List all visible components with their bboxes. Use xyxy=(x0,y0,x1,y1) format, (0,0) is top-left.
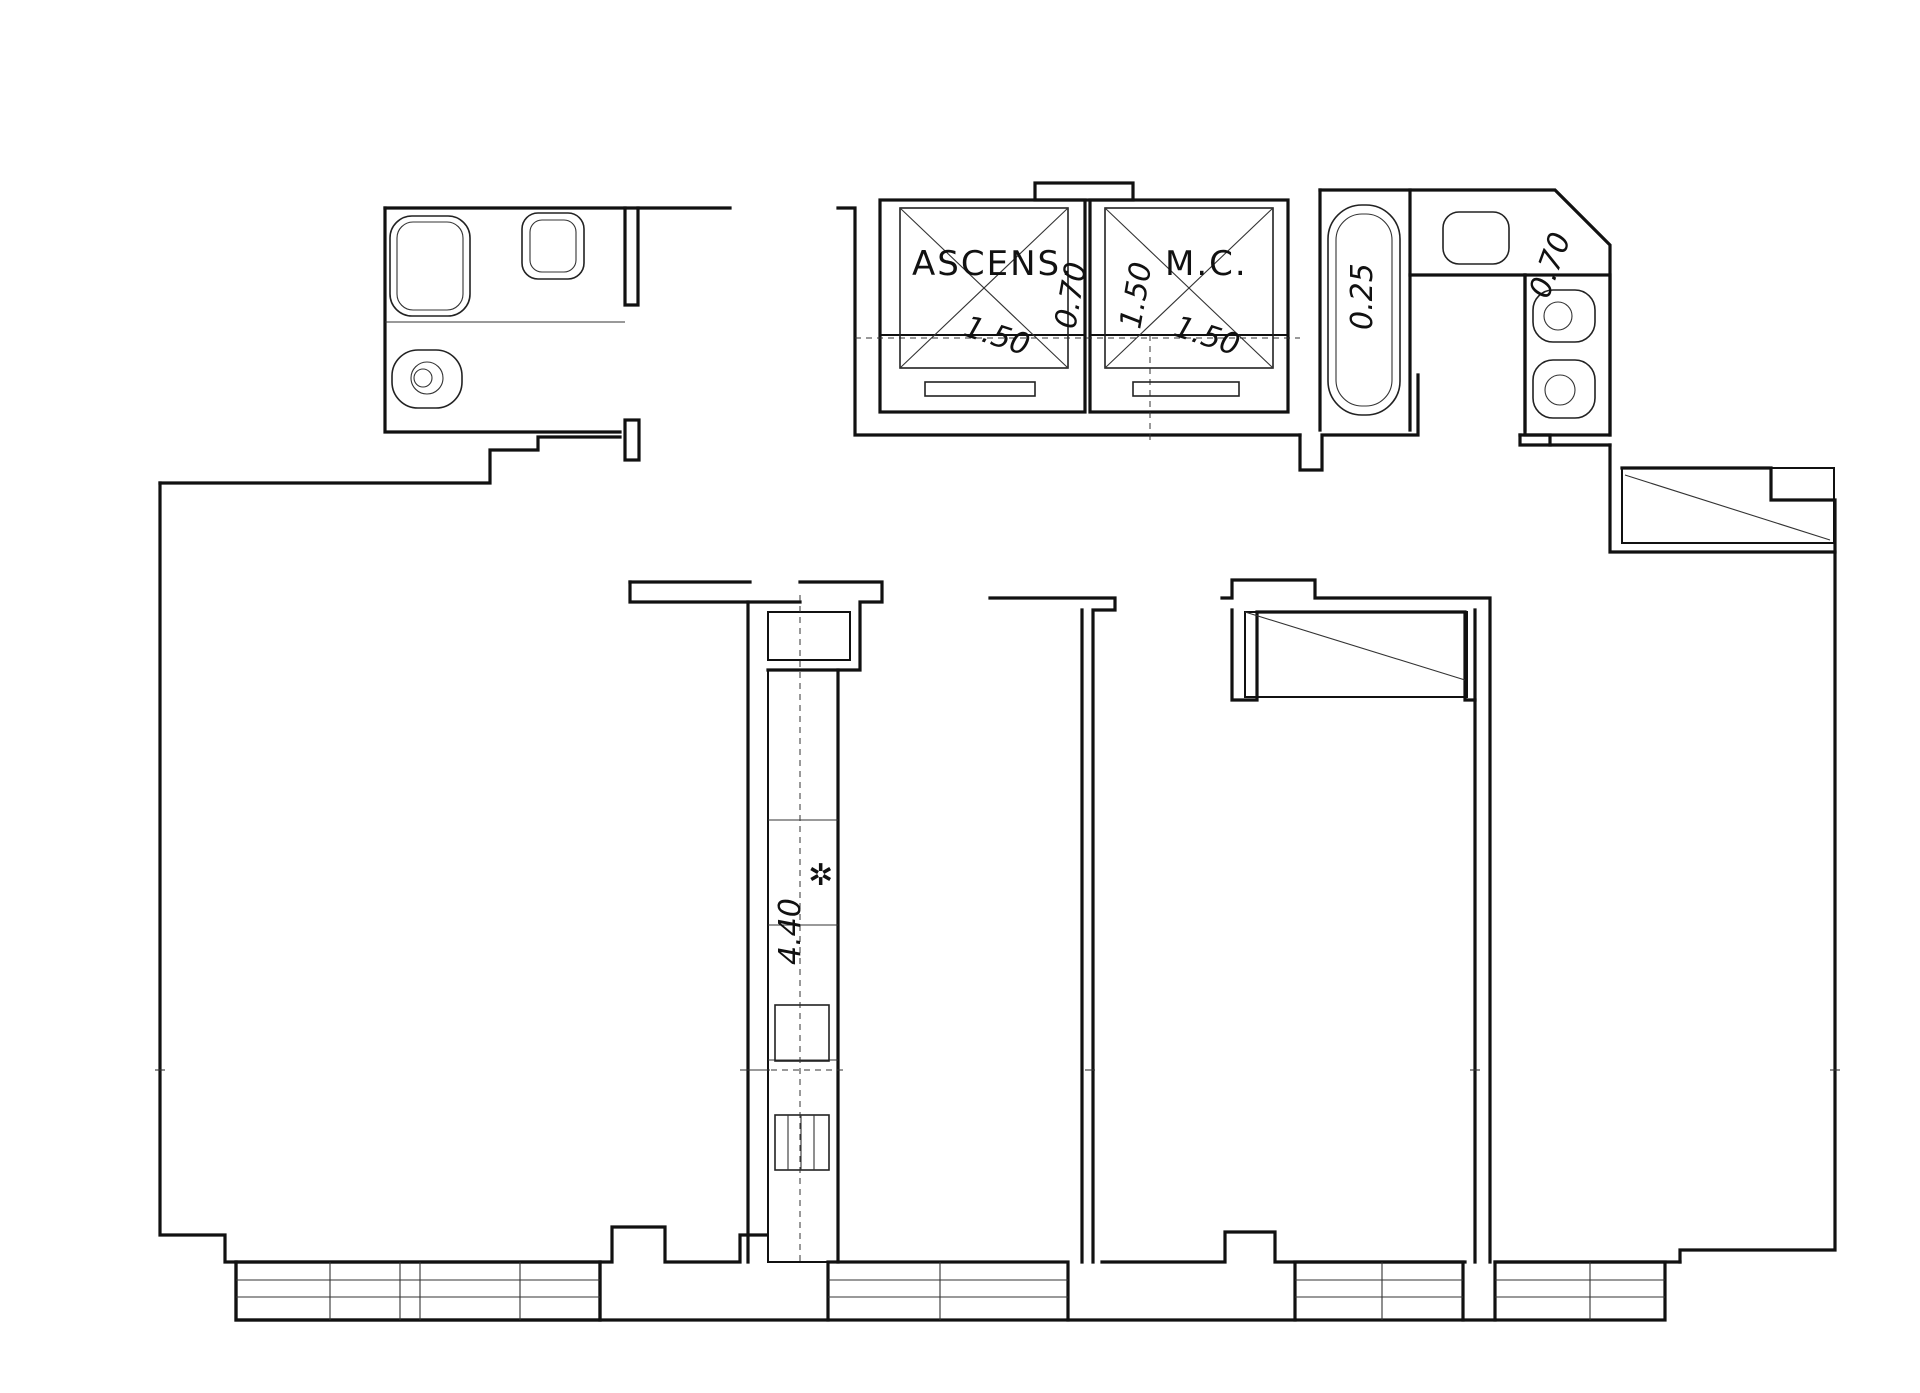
main-bathroom: 0.25 0.70 xyxy=(1318,188,1612,437)
bathtub-icon xyxy=(1327,204,1401,416)
freight-lift-label: M.C. xyxy=(1165,244,1248,284)
kitchen-counter-dimension: 4.40 xyxy=(773,898,808,965)
exterior-walls xyxy=(158,373,1837,1322)
bathtub-dimension: 0.25 xyxy=(1345,263,1380,330)
lift-core xyxy=(836,181,1302,440)
drainboard-icon xyxy=(774,1114,830,1171)
wardrobe-icon xyxy=(1244,611,1468,698)
elevator-shaft: ASCENS. 1.50 0.70 xyxy=(899,207,1094,397)
freight-lift-shaft: M.C. 1.50 1.50 xyxy=(1104,207,1274,397)
sink-icon xyxy=(774,1004,830,1062)
freight-depth-dimension: 1.50 xyxy=(1113,260,1159,332)
guest-bathroom xyxy=(383,206,732,462)
freight-width-dimension: 1.50 xyxy=(1170,309,1244,363)
elevator-width-dimension: 1.50 xyxy=(960,309,1034,363)
facade-windows xyxy=(234,1260,1667,1322)
wardrobe-corner-icon xyxy=(1621,467,1835,544)
bidet-icon xyxy=(521,212,585,280)
bathroom-washbasin-icon xyxy=(1442,211,1510,265)
toilet-icon xyxy=(391,349,463,409)
washbasin-icon xyxy=(389,215,471,317)
bathroom-upper-dimension: 0.70 xyxy=(1523,228,1579,303)
burner-icon: ✲ xyxy=(808,858,833,893)
bathroom-bidet-icon xyxy=(1532,289,1596,343)
interior-walls xyxy=(988,467,1835,1264)
kitchen: ✲ 4.40 xyxy=(628,580,884,1265)
elevator-label: ASCENS. xyxy=(912,244,1074,284)
bathroom-toilet-icon xyxy=(1532,359,1596,419)
